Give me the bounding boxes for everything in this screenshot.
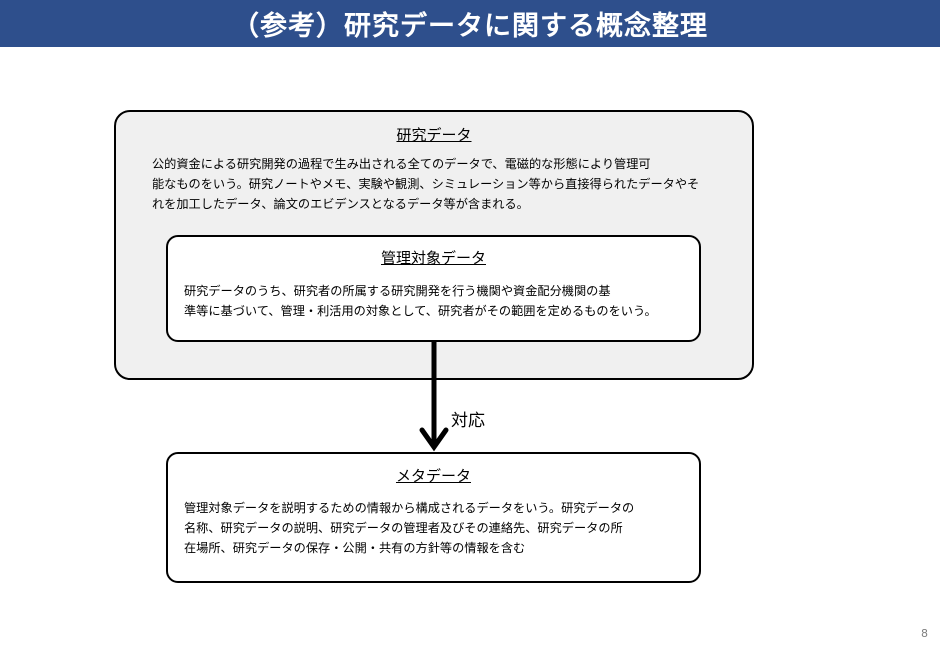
research-data-description: 公的資金による研究開発の過程で生み出される全てのデータで、電磁的な形態により管理… [152, 154, 732, 214]
header-bar: （参考）研究データに関する概念整理 [0, 0, 940, 47]
research-data-title: 研究データ [396, 126, 472, 144]
page-number: 8 [921, 627, 928, 640]
metadata-line: 管理対象データを説明するための情報から構成されるデータをいう。研究データの [184, 501, 635, 515]
research-data-line: 公的資金による研究開発の過程で生み出される全てのデータで、電磁的な形態により管理… [152, 157, 651, 171]
managed-data-description: 研究データのうち、研究者の所属する研究開発を行う機関や資金配分機関の基 準等に基… [184, 281, 689, 321]
page-title: （参考）研究データに関する概念整理 [232, 11, 708, 42]
metadata-description: 管理対象データを説明するための情報から構成されるデータをいう。研究データの 名称… [184, 498, 691, 558]
managed-data-line: 準等に基づいて、管理・利活用の対象として、研究者がその範囲を定めるものをいう。 [184, 304, 657, 318]
arrow-head [419, 427, 449, 452]
metadata-line: 名称、研究データの説明、研究データの管理者及びその連絡先、研究データの所 [184, 521, 623, 535]
correspondence-label: 対応 [451, 411, 485, 431]
metadata-title: メタデータ [395, 467, 471, 485]
managed-data-line: 研究データのうち、研究者の所属する研究開発を行う機関や資金配分機関の基 [184, 284, 611, 298]
metadata-box: メタデータ 管理対象データを説明するための情報から構成されるデータをいう。研究デ… [166, 452, 701, 583]
managed-data-box: 管理対象データ 研究データのうち、研究者の所属する研究開発を行う機関や資金配分機… [166, 235, 701, 342]
research-data-line: れを加工したデータ、論文のエビデンスとなるデータ等が含まれる。 [152, 197, 529, 211]
metadata-line: 在場所、研究データの保存・公開・共有の方針等の情報を含む [184, 541, 526, 555]
research-data-line: 能なものをいう。研究ノートやメモ、実験や観測、シミュレーション等から直接得られた… [152, 177, 700, 191]
managed-data-title: 管理対象データ [380, 249, 486, 267]
correspondence-arrow [419, 341, 449, 452]
